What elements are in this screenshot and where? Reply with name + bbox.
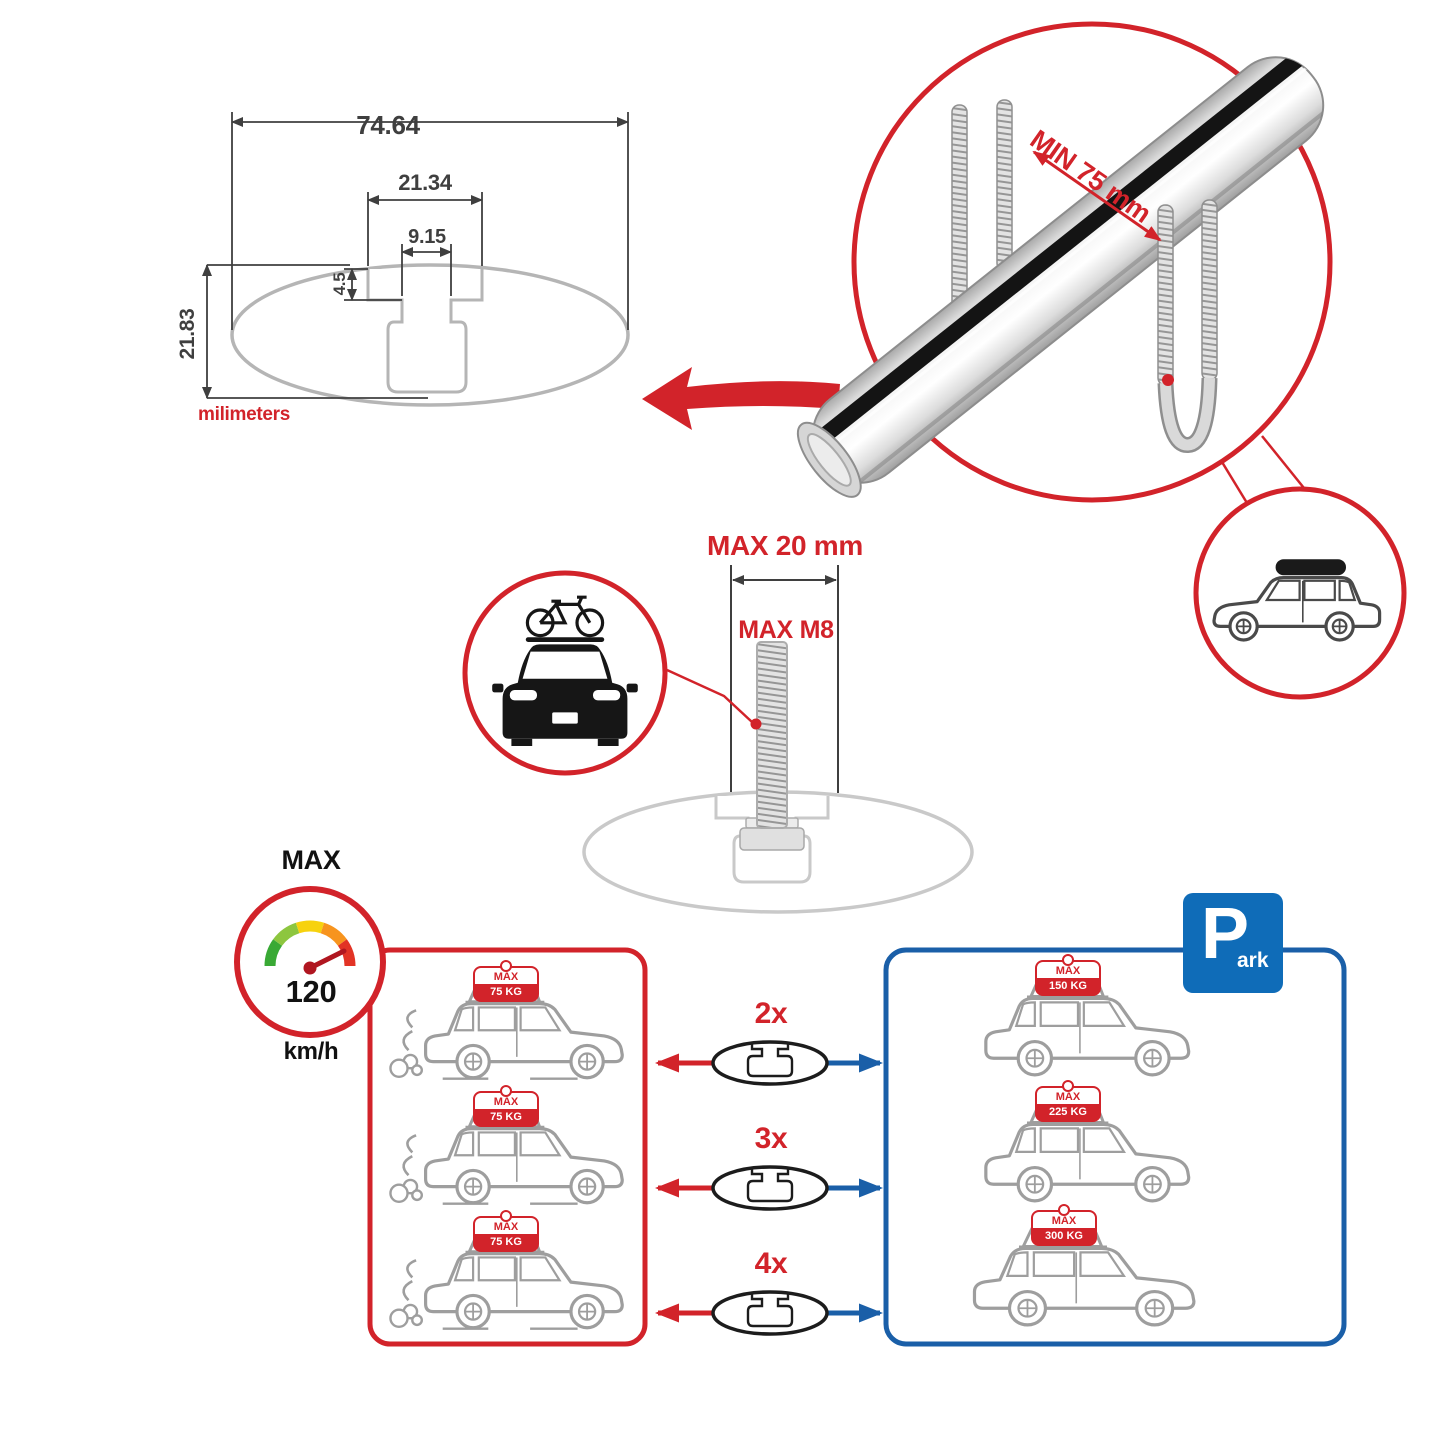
leader-dot	[750, 718, 762, 730]
parked-panel-frame	[883, 947, 1347, 1347]
u-bolt-rod	[951, 104, 968, 312]
tag-ring-icon	[500, 1085, 512, 1097]
dim-total-height: 21.83	[176, 308, 199, 360]
u-bolt-rod	[1201, 199, 1218, 381]
dim-total-width: 74.64	[356, 110, 420, 140]
roof-box	[1275, 559, 1346, 576]
mirror	[626, 683, 638, 693]
park-sign: P ark	[1183, 893, 1283, 993]
dim-channel-outer: 21.34	[398, 170, 452, 195]
load-tag: MAX 75 KG	[473, 960, 539, 1002]
tag-title: MAX	[493, 1221, 519, 1233]
park-suffix: ark	[1237, 949, 1269, 972]
bicycle-icon	[525, 595, 605, 638]
tag-ring-icon	[1062, 954, 1074, 966]
tag-title: MAX	[493, 971, 519, 983]
u-bolt-rod	[1157, 204, 1174, 386]
load-tag: MAX 75 KG	[473, 1210, 539, 1252]
multiplier-2x: 2x	[754, 997, 788, 1030]
tag-value: 75 KG	[475, 984, 537, 1000]
windshield	[522, 651, 608, 679]
tag-ring-icon	[1058, 1204, 1070, 1216]
bolt-head	[739, 827, 805, 851]
crossbar-render	[796, 21, 1336, 504]
wheel	[597, 738, 619, 746]
u-bolt-rod	[996, 99, 1013, 271]
load-tag: MAX 150 KG	[1035, 954, 1101, 996]
tag-value: 150 KG	[1037, 978, 1099, 994]
bar-icon	[711, 1040, 829, 1086]
tag-title: MAX	[1055, 1091, 1081, 1103]
load-tag: MAX 225 KG	[1035, 1080, 1101, 1122]
tag-ring-icon	[1062, 1080, 1074, 1092]
headlight	[593, 690, 621, 701]
gauge-units: km/h	[283, 1038, 339, 1065]
tag-title: MAX	[1051, 1215, 1077, 1227]
tag-ring-icon	[500, 960, 512, 972]
mirror	[492, 683, 504, 693]
tag-ring-icon	[500, 1210, 512, 1222]
park-letter: P	[1201, 894, 1250, 974]
clamp-point-dot	[1162, 374, 1174, 386]
cross-section-diagram	[202, 112, 630, 407]
pointer-arrow	[642, 367, 840, 430]
roof-bar	[525, 637, 605, 642]
bolt-diagram	[582, 565, 974, 914]
wheel	[511, 738, 533, 746]
tag-value: 300 KG	[1033, 1228, 1095, 1244]
bolt-dimension-lines	[730, 565, 839, 793]
dim-step-depth: 4.5	[330, 272, 349, 296]
speed-gauge	[234, 886, 386, 1038]
bar-icon	[711, 1290, 829, 1336]
min-spacing-arrow	[1032, 150, 1162, 242]
tag-value: 75 KG	[475, 1234, 537, 1250]
multiplier-3x: 3x	[754, 1122, 788, 1155]
max-thread-label: MAX M8	[738, 616, 834, 644]
threaded-bolt	[756, 641, 788, 829]
bar-icon	[711, 1165, 829, 1211]
roofbox-car	[1212, 559, 1381, 642]
driving-panel-frame	[367, 947, 648, 1347]
bike-usecase	[462, 570, 668, 776]
units-label: milimeters	[198, 404, 291, 425]
tag-title: MAX	[493, 1096, 519, 1108]
roofbox-usecase	[1193, 486, 1407, 700]
dimension-lines	[202, 112, 629, 399]
gauge-value: 120	[285, 974, 337, 1009]
load-tag: MAX 300 KG	[1031, 1204, 1097, 1246]
load-tag: MAX 75 KG	[473, 1085, 539, 1127]
multiplier-rows	[655, 1040, 883, 1336]
tag-title: MAX	[1055, 965, 1081, 977]
headlight	[509, 690, 537, 701]
dim-channel-inner: 9.15	[408, 226, 446, 248]
gauge-arc	[264, 920, 356, 967]
max-length-label: MAX 20 mm	[706, 530, 864, 561]
gauge-pivot	[303, 961, 317, 975]
tag-value: 75 KG	[475, 1109, 537, 1125]
leader-line	[666, 668, 753, 723]
multiplier-4x: 4x	[754, 1247, 788, 1280]
license-plate	[552, 712, 578, 724]
tag-value: 225 KG	[1037, 1104, 1099, 1120]
gauge-title: MAX	[281, 845, 341, 875]
